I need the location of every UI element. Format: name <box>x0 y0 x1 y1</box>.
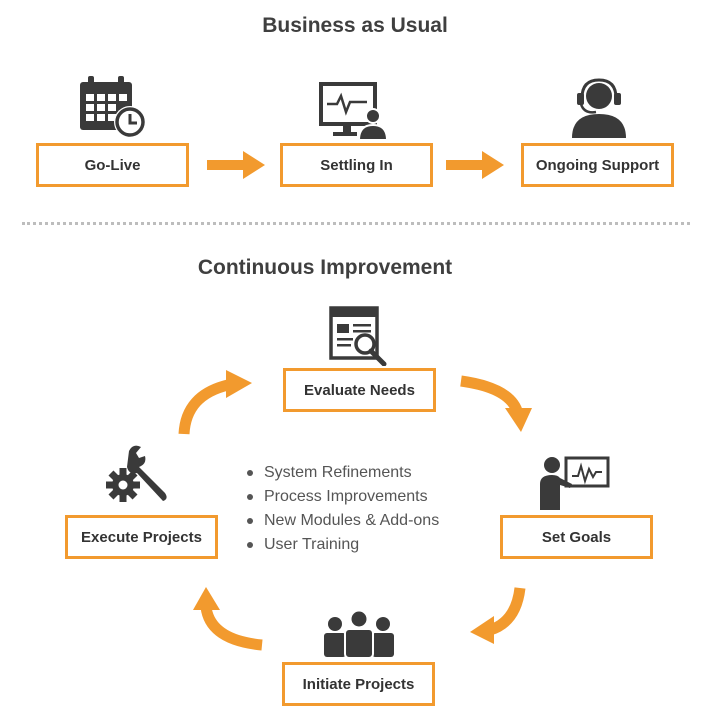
document-search-icon <box>329 306 389 366</box>
arrow-execute-to-evaluate-icon <box>178 379 230 435</box>
arrow-right-icon <box>444 149 506 181</box>
wrench-gear-icon <box>103 443 177 507</box>
section-divider <box>22 222 690 225</box>
presenter-chart-icon <box>538 454 612 510</box>
team-icon <box>321 610 397 658</box>
execute-projects-box: Execute Projects <box>65 515 218 559</box>
improvement-bullet-list: System Refinements Process Improvements … <box>246 461 439 557</box>
arrow-goals-to-initiate-icon <box>488 587 526 636</box>
ongoing-support-box: Ongoing Support <box>521 143 674 187</box>
list-item: User Training <box>246 533 439 557</box>
monitor-user-icon <box>319 82 393 142</box>
arrow-initiate-to-execute-icon <box>200 605 263 651</box>
continuous-improvement-title: Continuous Improvement <box>197 256 453 279</box>
business-as-usual-title: Business as Usual <box>262 14 448 37</box>
set-goals-box: Set Goals <box>500 515 653 559</box>
initiate-projects-box: Initiate Projects <box>282 662 435 706</box>
evaluate-needs-box: Evaluate Needs <box>283 368 436 412</box>
list-item: Process Improvements <box>246 485 439 509</box>
go-live-box: Go-Live <box>36 143 189 187</box>
settling-in-box: Settling In <box>280 143 433 187</box>
list-item: New Modules & Add-ons <box>246 509 439 533</box>
headset-user-icon <box>570 76 628 138</box>
calendar-clock-icon <box>78 74 148 140</box>
list-item: System Refinements <box>246 461 439 485</box>
arrow-right-icon <box>205 149 267 181</box>
